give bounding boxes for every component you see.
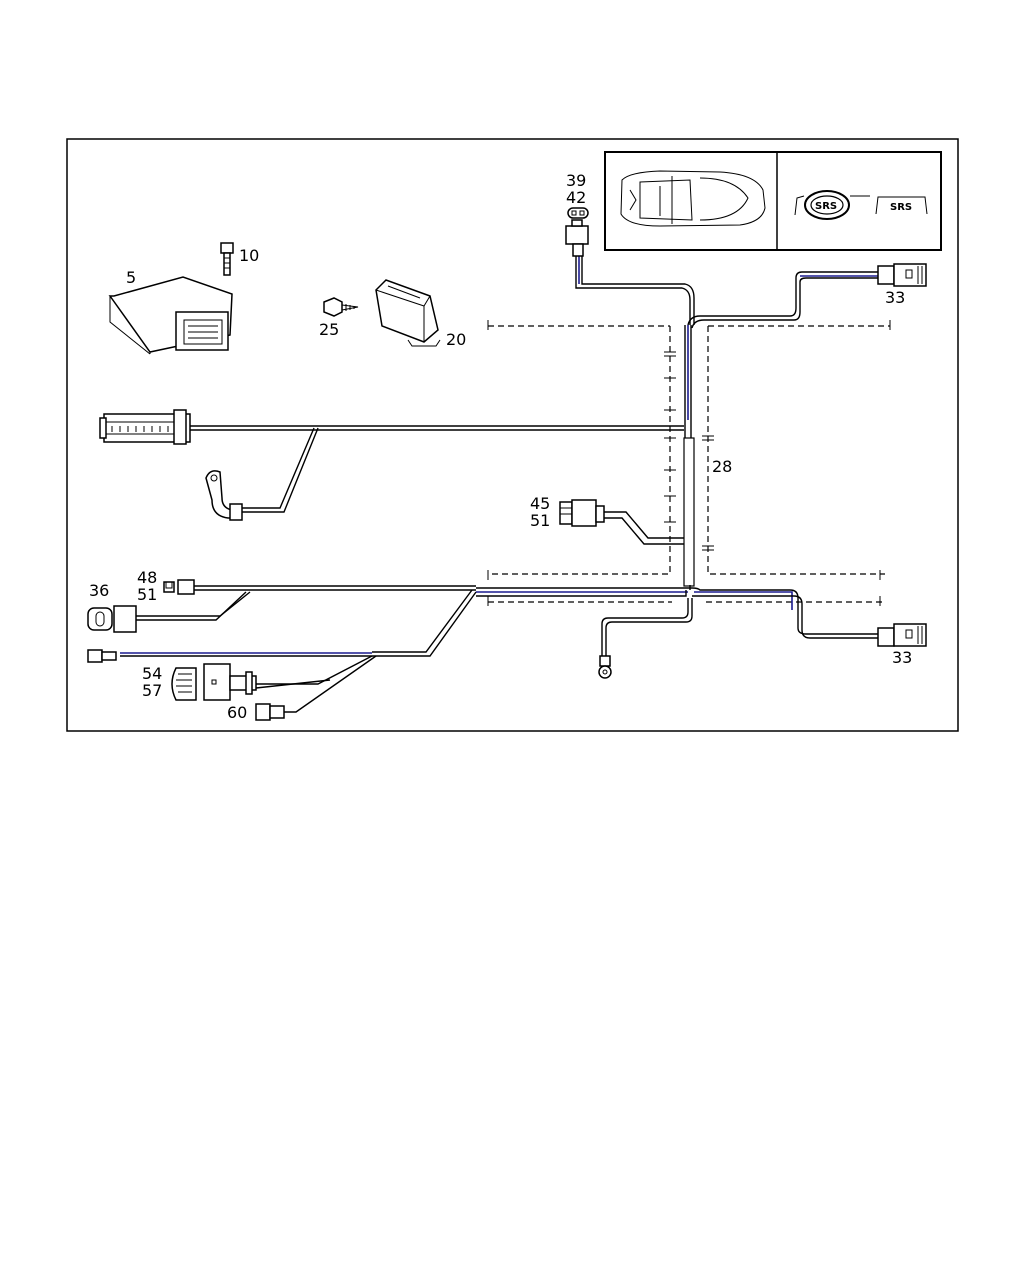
part-5-control-unit bbox=[108, 276, 233, 355]
srs-label-dash: SRS bbox=[890, 202, 912, 213]
srs-label-wheel: SRS bbox=[815, 201, 837, 212]
label-10: 10 bbox=[239, 246, 259, 265]
srs-steering-wheel-icon: SRS bbox=[794, 190, 870, 220]
label-54: 54 bbox=[142, 664, 162, 683]
inline-connector-left bbox=[87, 649, 117, 663]
label-51-lower: 51 bbox=[137, 585, 157, 604]
ground-strap-terminal bbox=[205, 470, 243, 521]
connector-45-51 bbox=[559, 499, 605, 527]
label-36: 36 bbox=[89, 581, 109, 600]
label-42: 42 bbox=[566, 188, 586, 207]
label-39: 39 bbox=[566, 171, 586, 190]
wire-connector-45-51 bbox=[603, 511, 684, 545]
connector-33-upper bbox=[877, 263, 927, 287]
connector-54-57 bbox=[171, 663, 257, 701]
harness-trunk bbox=[575, 255, 878, 590]
part-20-sensor-unit bbox=[375, 279, 441, 347]
label-45: 45 bbox=[530, 494, 550, 513]
part-25-screw-icon bbox=[323, 297, 359, 317]
diagram-frame bbox=[66, 138, 959, 732]
inset-panel: SRS SRS bbox=[604, 151, 942, 251]
connector-48-51 bbox=[163, 579, 195, 595]
wire-left-connector-run bbox=[190, 425, 684, 513]
label-60: 60 bbox=[227, 703, 247, 722]
connector-39-42 bbox=[565, 207, 589, 257]
callout-labels: 5 10 20 25 28 33 33 36 39 42 45 51 48 51… bbox=[89, 171, 912, 722]
label-28: 28 bbox=[712, 457, 732, 476]
connector-33-lower bbox=[877, 623, 927, 647]
label-57: 57 bbox=[142, 681, 162, 700]
car-top-view-icon bbox=[620, 170, 766, 227]
srs-dashboard-icon: SRS bbox=[875, 196, 928, 215]
label-25: 25 bbox=[319, 320, 339, 339]
label-33-lower: 33 bbox=[892, 648, 912, 667]
harness-bottom-bus bbox=[120, 585, 878, 713]
label-5: 5 bbox=[126, 268, 136, 287]
connector-60 bbox=[255, 703, 285, 721]
connector-36 bbox=[87, 605, 137, 633]
part-10-bolt-icon bbox=[220, 242, 234, 276]
main-multi-pin-connector bbox=[99, 409, 191, 445]
label-33-upper: 33 bbox=[885, 288, 905, 307]
body-outline-dashed bbox=[487, 320, 891, 606]
label-48: 48 bbox=[137, 568, 157, 587]
label-20: 20 bbox=[446, 330, 466, 349]
label-51-upper: 51 bbox=[530, 511, 550, 530]
ring-ground-terminal bbox=[598, 655, 612, 679]
